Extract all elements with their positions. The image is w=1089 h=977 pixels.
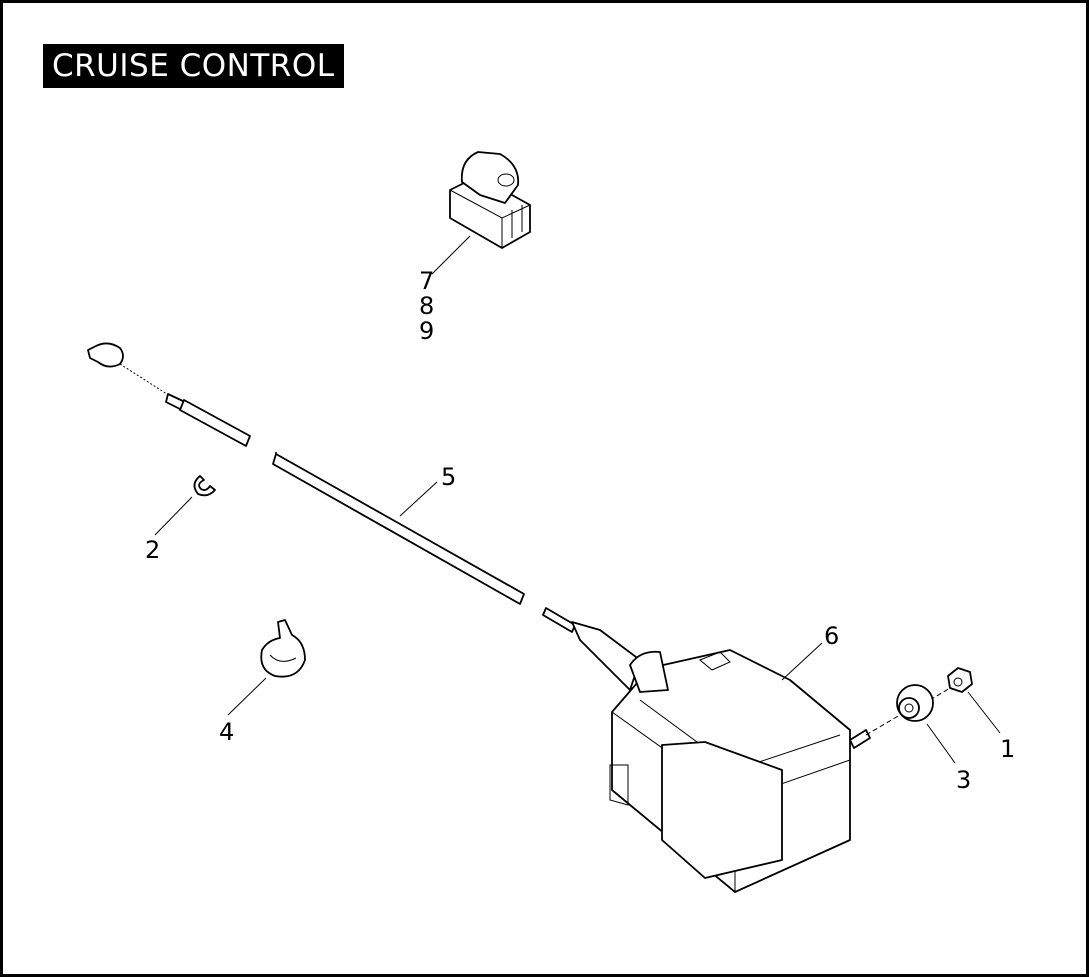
callout-4: 4: [219, 718, 235, 746]
retaining-clip-part: [193, 475, 216, 497]
nut-part: [947, 667, 973, 693]
callout-1: 1: [1000, 735, 1016, 763]
diagram-title: CRUISE CONTROL: [43, 44, 344, 88]
callout-6: 6: [824, 622, 840, 650]
switch-part: [449, 151, 531, 249]
cable-sheath: [272, 453, 641, 691]
callout-3: 3: [956, 766, 972, 794]
cable-clamp-part: [260, 619, 306, 678]
callout-2: 2: [145, 536, 161, 564]
callout-5: 5: [441, 463, 457, 491]
callout-7: 7: [419, 267, 435, 295]
leader-lines: [154, 235, 1001, 764]
callout-8: 8: [419, 292, 435, 320]
grommet-part: [896, 684, 934, 722]
callout-9: 9: [419, 317, 435, 345]
cable-end: [87, 342, 277, 462]
dashed-assembly-line: [865, 687, 951, 736]
cruise-module: [609, 649, 871, 893]
diagram-artwork: [87, 151, 1001, 893]
